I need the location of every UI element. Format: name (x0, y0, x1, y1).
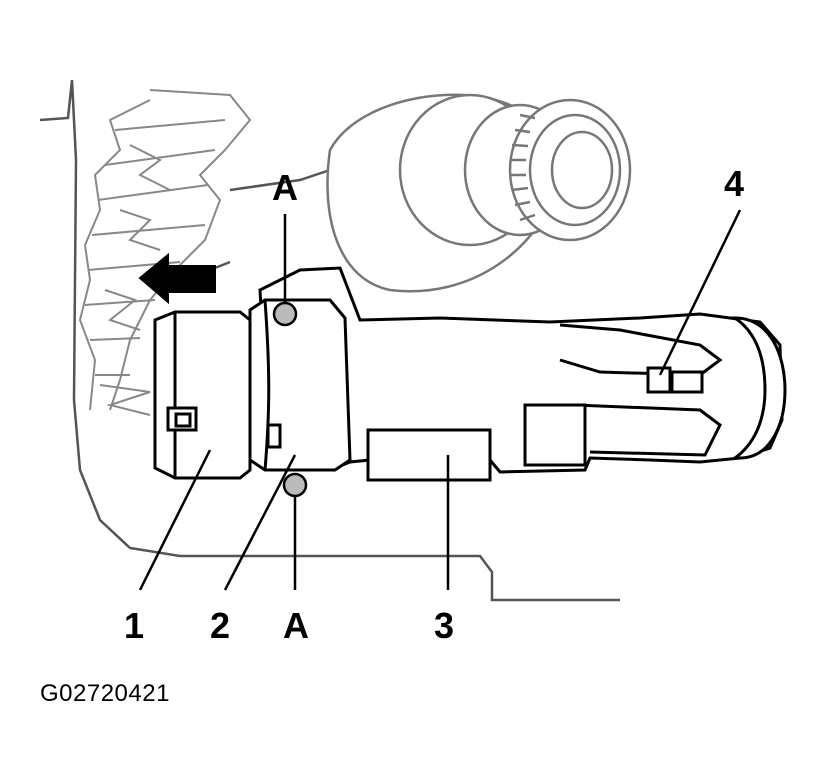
screw-a-top (272, 301, 298, 327)
clamp-ring-1 (153, 310, 252, 480)
trim-panel-hatching (78, 89, 252, 416)
screw-a-bottom (282, 472, 308, 498)
clamp-ring-2 (248, 298, 352, 472)
callout-a-bottom: A (283, 605, 309, 646)
callout-2: 2 (210, 605, 230, 646)
callout-1: 1 (124, 605, 144, 646)
left-arrow-icon (138, 252, 216, 305)
callout-a-top: A (272, 167, 298, 208)
leader-lines (138, 209, 742, 591)
figure-id: G02720421 (40, 680, 170, 707)
callout-4: 4 (724, 163, 744, 204)
steering-shaft-hub (326, 93, 632, 293)
callout-3: 3 (434, 605, 454, 646)
switch-housing (258, 266, 787, 482)
